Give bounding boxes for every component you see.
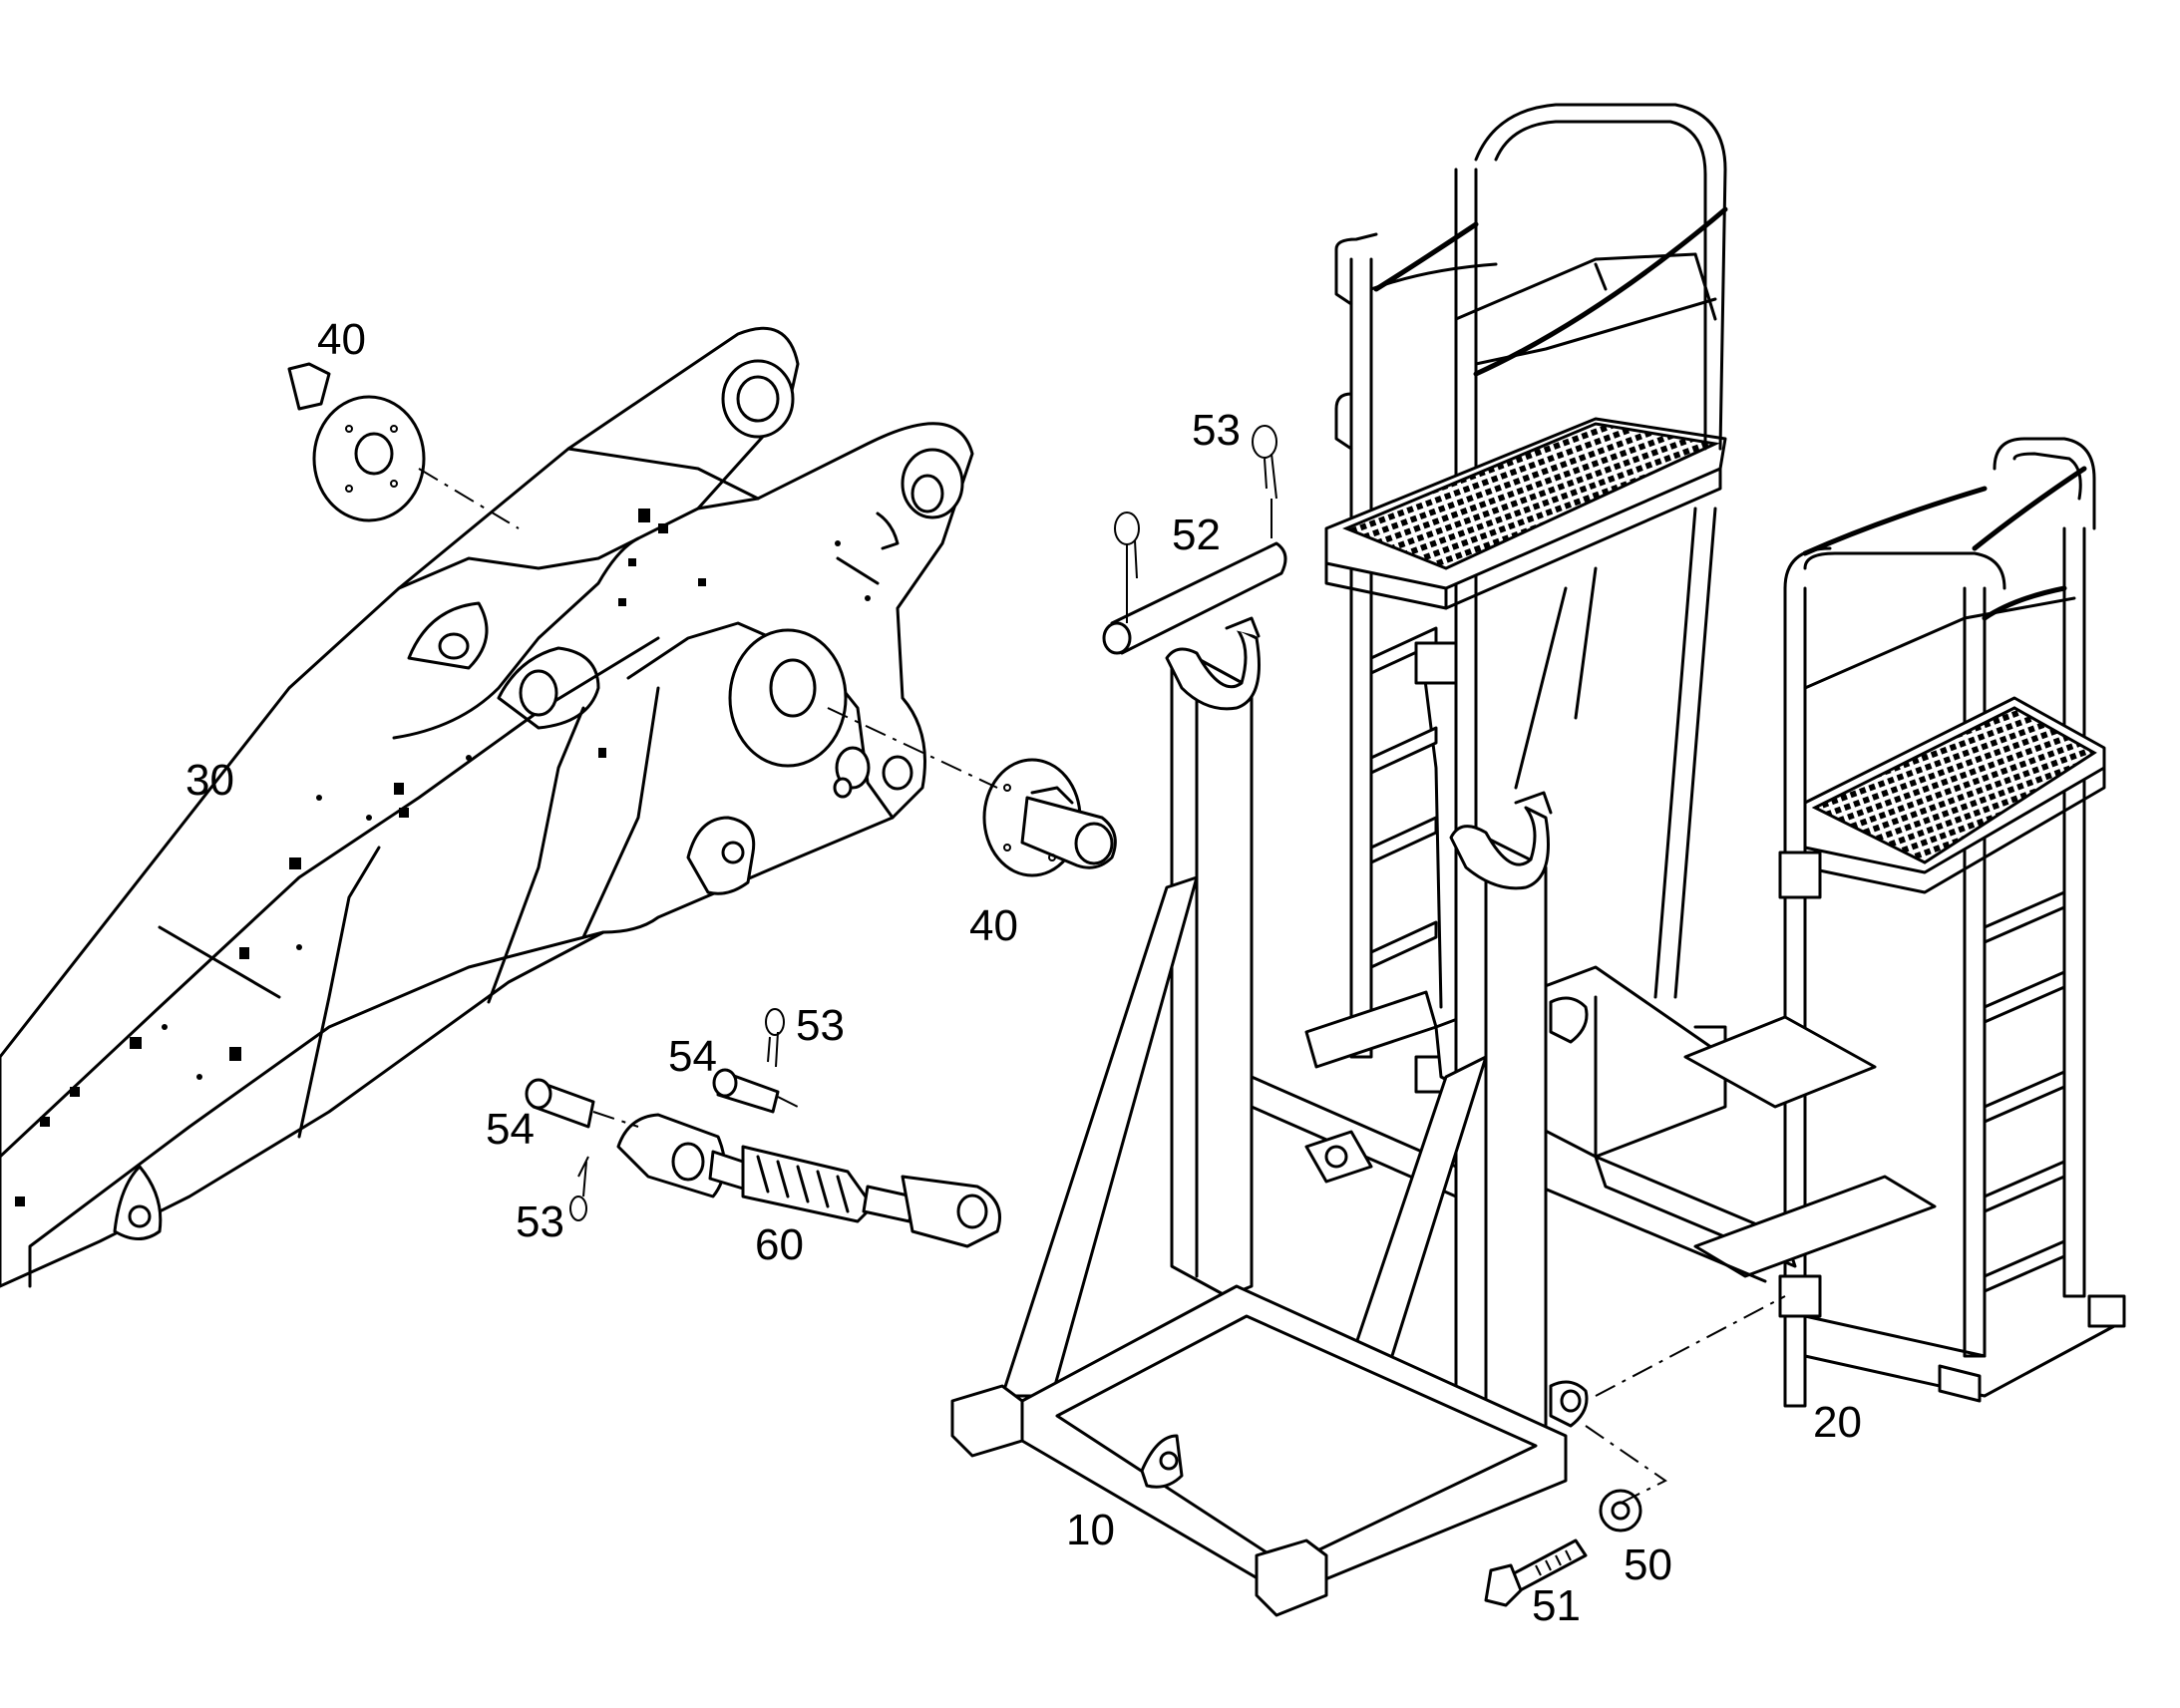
assembly-line-bolt [1585, 1425, 1667, 1507]
washer-part-50 [1599, 1489, 1642, 1533]
label-turnbuckle-60: 60 [755, 1220, 804, 1269]
label-pin-52: 52 [1172, 511, 1221, 559]
boom-part-30 [0, 326, 974, 1288]
flange-part-40-right [982, 758, 1117, 877]
label-washer-50: 50 [1624, 1540, 1672, 1589]
assembly-line-40-top [418, 468, 520, 529]
flange-part-40-top [287, 362, 426, 522]
assembly-line-40-right [827, 707, 998, 789]
clip-part-53-c [569, 1156, 589, 1221]
pin-part-54-b [712, 1068, 780, 1114]
clip-part-53-b [765, 1008, 785, 1068]
frame-part-10 [950, 616, 1589, 1617]
label-flange-40-right: 40 [969, 901, 1018, 950]
label-clip-53-c: 53 [516, 1197, 564, 1246]
label-pin-54-a: 54 [486, 1105, 535, 1154]
label-boom-30: 30 [185, 756, 234, 805]
label-frame-10: 10 [1066, 1506, 1115, 1554]
label-flange-40-top: 40 [317, 315, 366, 364]
clip-part-53-a [1114, 425, 1277, 579]
pin-part-52 [1102, 499, 1287, 655]
label-bolt-51: 51 [1532, 1581, 1581, 1630]
assembly-line-54a [592, 1111, 639, 1128]
label-clip-53-a: 53 [1192, 406, 1241, 455]
label-clip-53-b: 53 [796, 1001, 845, 1050]
label-platform-20: 20 [1813, 1398, 1862, 1447]
assembly-line-54b [777, 1096, 799, 1108]
bolt-part-51 [1484, 1538, 1588, 1607]
pin-part-54-a [525, 1078, 595, 1129]
turnbuckle-part-60 [616, 1113, 1001, 1248]
label-pin-54-b: 54 [668, 1032, 717, 1081]
assembly-line-platform [1595, 1295, 1786, 1397]
